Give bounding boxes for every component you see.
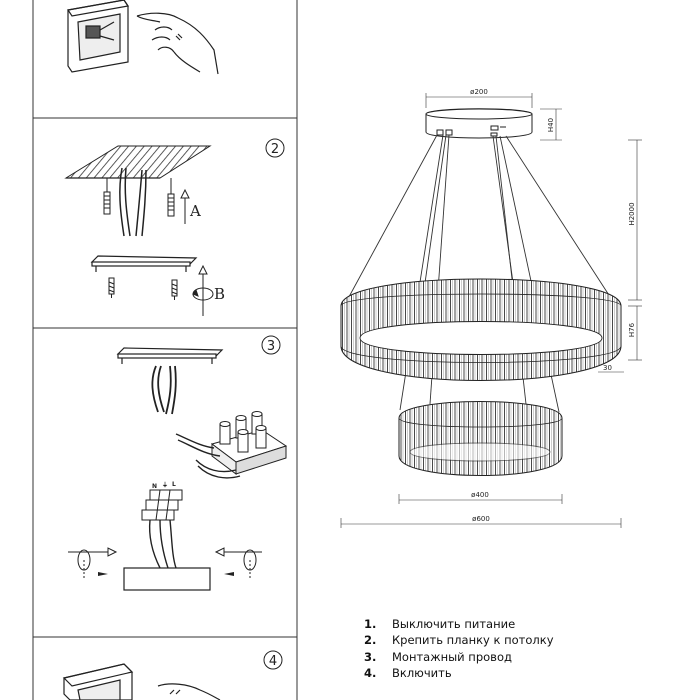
wall-plug-right-icon	[167, 178, 175, 217]
canopy-wires-icon	[148, 519, 177, 569]
screw-left-icon	[108, 277, 115, 298]
canopy-height-label: H40	[547, 118, 555, 132]
instruction-text: Включить	[392, 665, 452, 680]
svg-text:4: 4	[269, 654, 277, 669]
bracket-icon	[116, 347, 224, 364]
wall-plug-left-icon	[103, 178, 111, 215]
large-crystal-ring	[340, 278, 622, 381]
instruction-number: 2.	[364, 633, 377, 648]
canopy-diameter-label: ø200	[470, 88, 488, 96]
canopy-icon	[425, 108, 533, 139]
screw-right-side-icon	[224, 572, 234, 576]
ring-thickness-label: 30	[603, 364, 612, 372]
ring-height-dimension	[628, 305, 642, 361]
canopy-width-dimension	[425, 93, 533, 108]
suspension-height-dimension	[628, 139, 642, 301]
wall-switch-icon	[66, 0, 130, 73]
step-3-badge: 3	[261, 335, 281, 355]
instruction-item: 3. Монтажный провод	[364, 649, 664, 665]
small-crystal-ring	[398, 401, 563, 476]
wire-mark-earth: ⏚	[162, 482, 168, 489]
arrow-up-icon	[180, 188, 190, 224]
rotate-left-icon	[68, 547, 118, 580]
wall-switch-on-icon	[62, 663, 134, 700]
ceiling-wires-icon	[119, 167, 147, 237]
canopy-icon	[123, 567, 211, 591]
ceiling-icon	[64, 145, 212, 179]
screw-left-side-icon	[98, 572, 108, 576]
panel-connect-wiring: 3	[68, 335, 288, 591]
wire-mark-l: L	[172, 481, 176, 488]
step-2-badge: 2	[265, 138, 285, 158]
large-ring-diameter-label: ø600	[472, 515, 490, 523]
small-ring-diameter-label: ø400	[471, 491, 489, 499]
instruction-item: 4. Включить	[364, 665, 664, 681]
instructions-list: 1. Выключить питание 2. Крепить планку к…	[364, 616, 664, 681]
panel-power-on: 4	[62, 650, 283, 700]
svg-text:3: 3	[267, 339, 275, 354]
label-a: A	[189, 202, 201, 220]
connector-icon	[141, 489, 183, 521]
mounting-bracket-icon	[90, 255, 198, 272]
rotate-right-icon	[214, 547, 262, 580]
suspension-height-label: H2000	[628, 202, 636, 225]
hand-icon	[136, 12, 219, 75]
terminal-block-icon	[210, 411, 288, 475]
instruction-text: Выключить питание	[392, 617, 516, 631]
panel-power-off	[66, 0, 219, 75]
rotate-arrow-icon	[192, 264, 214, 316]
instruction-number: 4.	[364, 665, 377, 680]
instruction-text: Монтажный провод	[392, 649, 512, 664]
chandelier-drawing: ø200 H40	[340, 88, 642, 528]
wire-mark-n: N	[152, 483, 157, 490]
label-b: B	[214, 285, 225, 303]
instruction-number: 1.	[364, 617, 377, 631]
instruction-item: 2. Крепить планку к потолку	[364, 632, 664, 648]
terminal-wires-icon	[175, 433, 241, 479]
steps-frame	[32, 0, 298, 700]
ring-height-label: H76	[628, 322, 636, 337]
instruction-item: 1. Выключить питание	[364, 616, 664, 632]
instruction-text: Крепить планку к потолку	[392, 633, 554, 648]
loose-wires-icon	[151, 365, 177, 415]
step-4-badge: 4	[263, 650, 283, 670]
instruction-number: 3.	[364, 649, 377, 664]
large-ring-diameter-dimension	[340, 518, 622, 528]
small-ring-diameter-dimension	[398, 494, 563, 504]
svg-text:2: 2	[271, 142, 279, 157]
panel-mount-bracket: 2 A	[64, 138, 285, 316]
canopy-height-dimension	[540, 108, 562, 141]
hand-on-icon	[157, 683, 221, 700]
screw-right-icon	[171, 279, 178, 300]
